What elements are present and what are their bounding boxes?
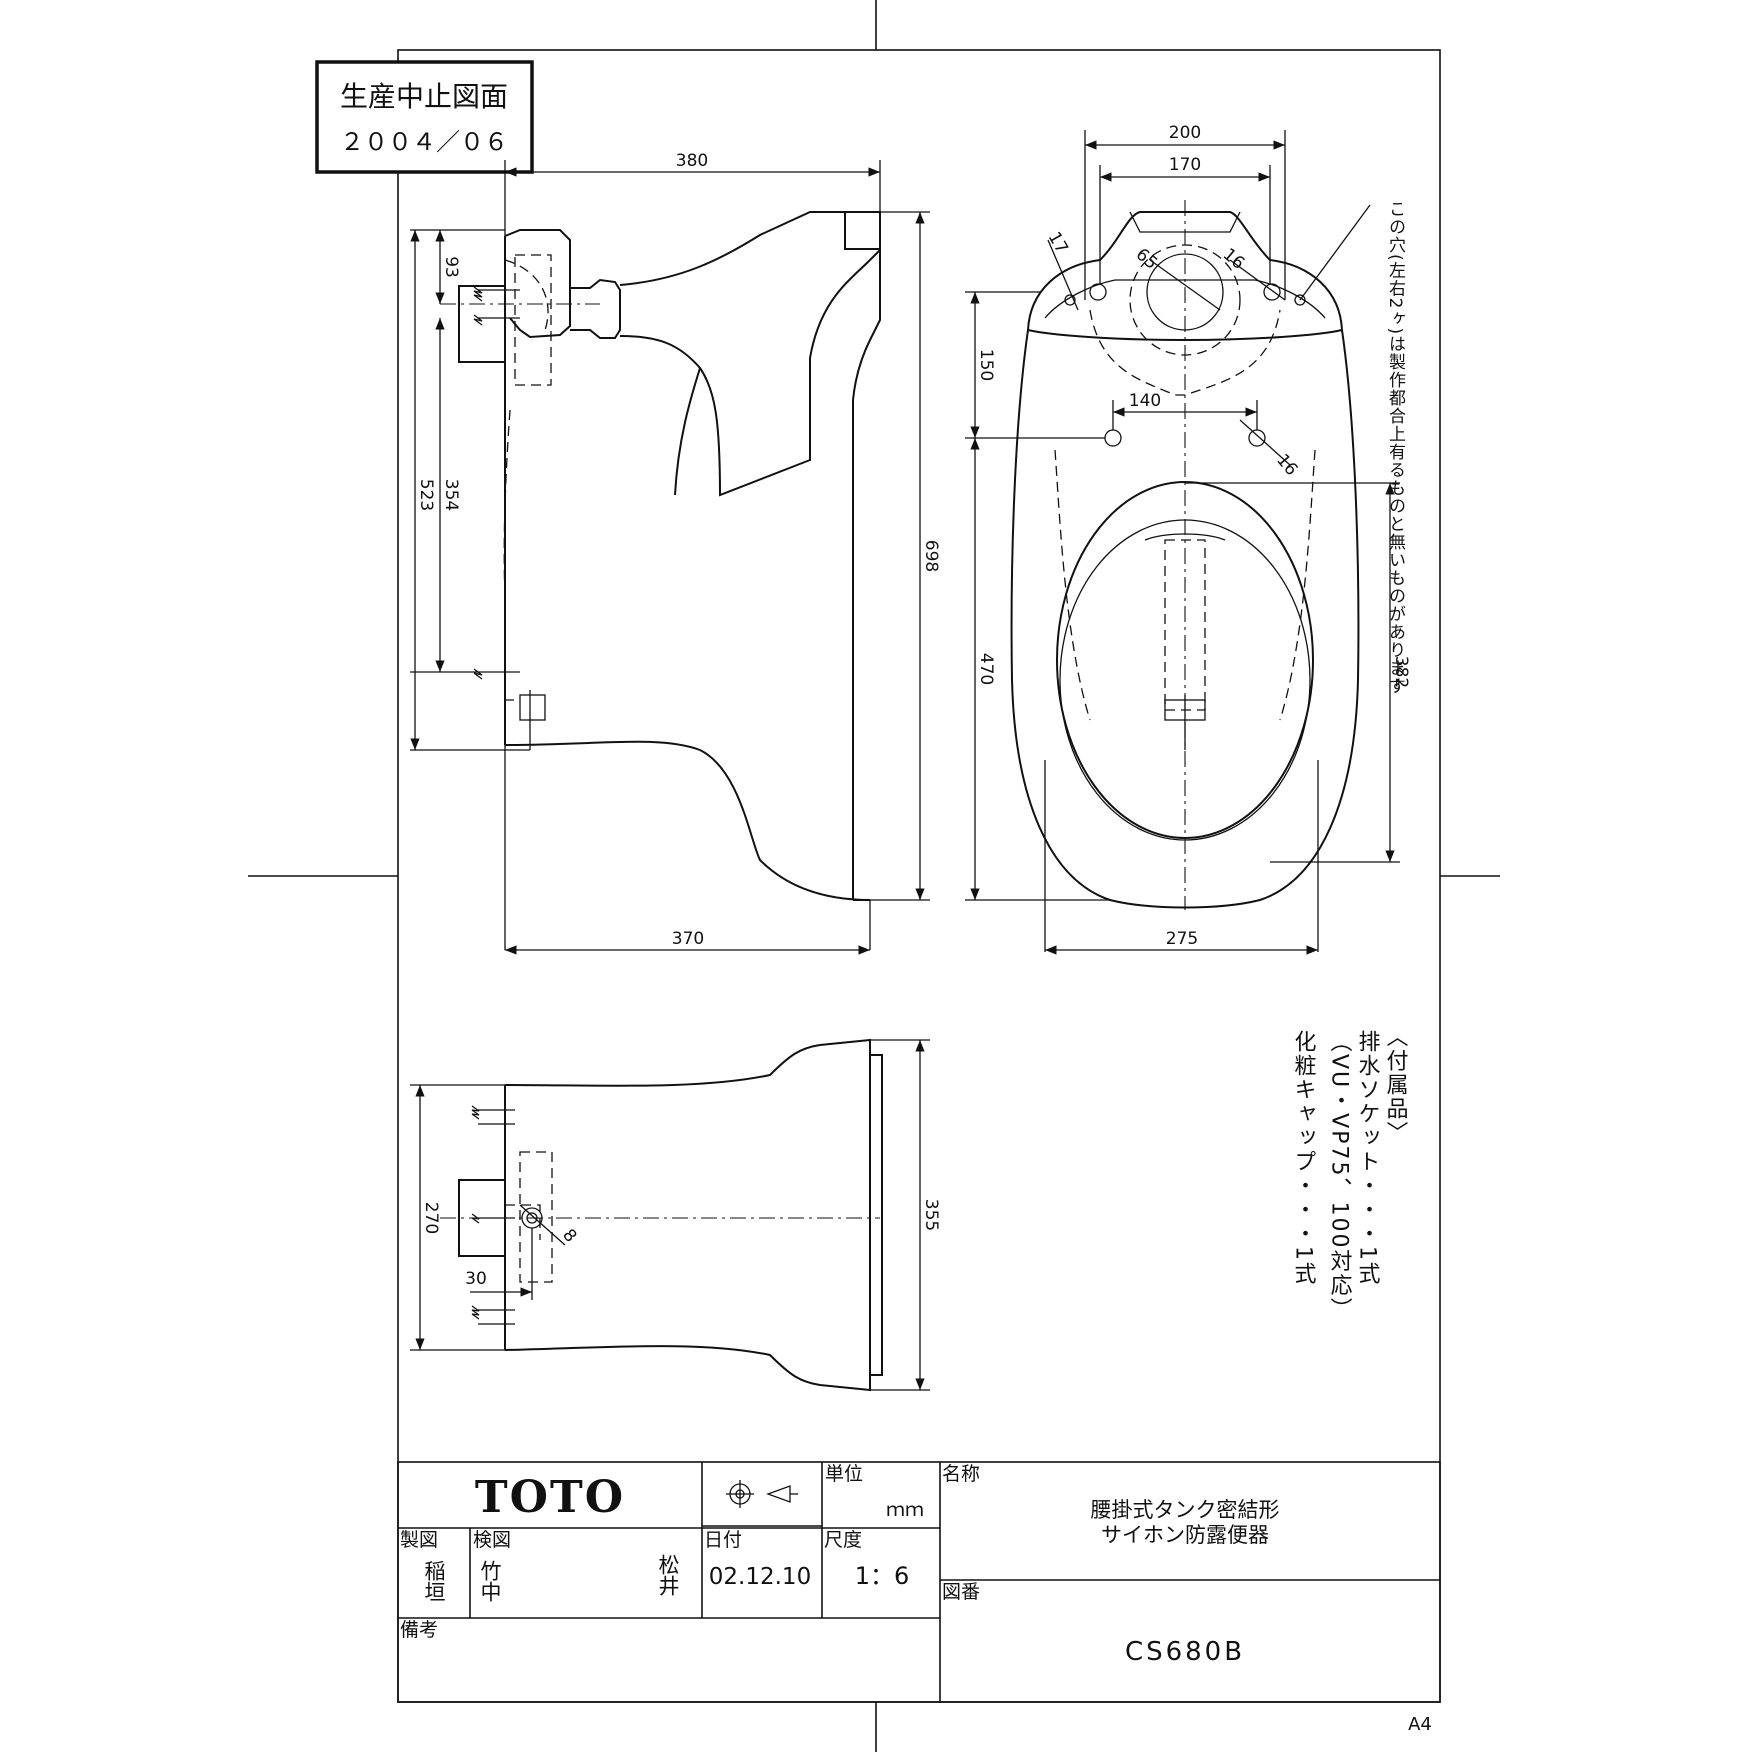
stamp-line1: 生産中止図面 (340, 80, 508, 113)
front-view (1010, 200, 1360, 910)
dim-698: 698 (921, 540, 941, 572)
scale-label: 尺度 (824, 1529, 862, 1551)
dim-523: 523 (416, 479, 436, 511)
name-line1: 腰掛式タンク密結形 (1091, 1498, 1280, 1522)
accessories-note: 〈付属品〉 排水ソケット・・・1式 （VU・VP75、100対応） 化粧キャップ… (1291, 1025, 1409, 1321)
dim-355: 355 (921, 1199, 941, 1231)
date-value: 02.12.10 (709, 1564, 811, 1590)
bottom-view (440, 1038, 883, 1392)
drafted-label: 製図 (400, 1529, 438, 1551)
dim-140: 140 (1129, 391, 1161, 411)
accessories-line1: 排水ソケット・・・1式 (1355, 1030, 1381, 1286)
drawing-no-value: CS680B (1125, 1637, 1245, 1667)
dim-170: 170 (1169, 155, 1201, 175)
checked-label: 検図 (473, 1529, 511, 1551)
dim-65: 65 (1132, 245, 1161, 274)
remarks-label: 備考 (400, 1619, 438, 1641)
front-view-dimensions: 200 170 17 65 16 150 470 140 16 382 275 (965, 123, 1411, 955)
checked-value1: 竹中 (478, 1560, 502, 1602)
dim-30: 30 (465, 1269, 487, 1289)
hole-note-text: この穴(左右2ヶ)は製作都合上有るものと無いものがあります (1385, 200, 1406, 695)
accessories-heading: 〈付属品〉 (1383, 1025, 1409, 1145)
dim-16b: 16 (1272, 450, 1301, 479)
projection-symbol (726, 1480, 798, 1508)
accessories-line2: （VU・VP75、100対応） (1327, 1030, 1353, 1321)
title-block: TOTO 単位 ｍｍ 名称 腰掛式タンク密結形 サイホン防露便器 製図 稲垣 検… (397, 1461, 1441, 1703)
date-label: 日付 (704, 1529, 742, 1551)
name-line2: サイホン防露便器 (1101, 1523, 1269, 1547)
dim-382: 382 (1391, 656, 1411, 688)
dim-370: 370 (672, 929, 704, 949)
stamp-line2: ２００４／０６ (340, 128, 508, 156)
hole-note: この穴(左右2ヶ)は製作都合上有るものと無いものがあります (1385, 200, 1406, 695)
drawing-frame (397, 49, 1441, 1703)
side-view (440, 211, 881, 901)
scale-value: 1：6 (855, 1562, 910, 1590)
unit-value: ｍｍ (886, 1499, 924, 1521)
registration-marks (248, 0, 1500, 1752)
dim-275: 275 (1166, 929, 1198, 949)
bottom-view-dimensions: 270 30 8 355 (410, 1039, 941, 1391)
dim-150: 150 (976, 349, 996, 381)
drawing-no-label: 図番 (942, 1581, 980, 1603)
discontinued-stamp: 生産中止図面 ２００４／０６ (315, 60, 534, 174)
accessories-line3: 化粧キャップ・・・1式 (1291, 1030, 1317, 1286)
dim-17: 17 (1044, 229, 1072, 258)
unit-label: 単位 (825, 1463, 863, 1485)
dim-470: 470 (976, 653, 996, 685)
dim-354: 354 (441, 479, 461, 511)
dim-93: 93 (441, 256, 461, 278)
checked-value2: 松井 (656, 1554, 680, 1596)
dim-8: 8 (558, 1225, 580, 1246)
paper-size: A4 (1408, 1714, 1432, 1735)
toto-logo: TOTO (475, 1472, 625, 1523)
dim-380: 380 (676, 151, 708, 171)
drafted-value: 稲垣 (422, 1560, 446, 1602)
side-view-dimensions: 380 370 698 93 523 354 (410, 151, 941, 955)
dim-200: 200 (1169, 123, 1201, 143)
dim-270: 270 (421, 1202, 441, 1234)
name-label: 名称 (942, 1463, 980, 1485)
